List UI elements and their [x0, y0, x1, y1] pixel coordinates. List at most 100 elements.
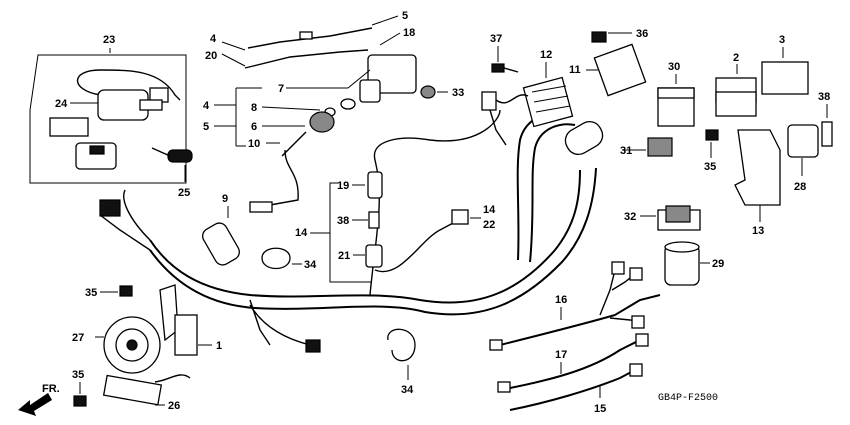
callout-16: 16: [555, 294, 567, 306]
callout-3: 3: [779, 34, 785, 46]
callout-25: 25: [178, 187, 190, 199]
bolt-37: [491, 63, 505, 73]
lead-terminal: [299, 31, 313, 40]
switch-housing: [75, 142, 117, 170]
grommet-33: [420, 85, 436, 99]
harness-branch: [516, 112, 561, 261]
horn-stay-26: [102, 374, 163, 406]
callout-10: 10: [248, 138, 260, 150]
regulator-wire-2: [489, 109, 507, 146]
coil-tube: [564, 120, 604, 156]
callout-30: 30: [668, 61, 680, 73]
bolt-35c: [73, 395, 87, 407]
harness-16-up: [599, 269, 616, 316]
harness-lower-trunk-2: [149, 167, 597, 316]
horn-group: 35 27 1 35 26: [72, 284, 222, 412]
leader-18: [379, 32, 401, 46]
callout-23: 23: [103, 34, 115, 46]
harness-connector-left: [99, 199, 121, 217]
relay-30-top: [657, 87, 695, 99]
harness-15-conn: [629, 363, 643, 377]
callout-28: 28: [794, 181, 806, 193]
horn-27-center: [126, 339, 138, 351]
sensor-group: 19 38 21 14 14 22: [295, 171, 496, 283]
lead-wire-20: [244, 49, 369, 69]
clip-31: [647, 137, 673, 157]
switch-wire: [77, 69, 181, 101]
horn-bracket-plate: [174, 314, 198, 356]
switch-cover: [49, 117, 89, 137]
harness-branch-2: [529, 123, 576, 263]
diagram-code: GB4P-F2500: [658, 393, 718, 404]
callout-18: 18: [403, 27, 415, 39]
leader-4a: [221, 41, 246, 51]
regulator-12: [522, 76, 574, 128]
callout-38b: 38: [818, 91, 830, 103]
plug-cap-6: [309, 111, 335, 133]
callout-19: 19: [337, 180, 349, 192]
callout-14b: 14: [483, 204, 496, 216]
callout-4b: 4: [203, 100, 210, 112]
ignition-coil-group: 4 20 5 18 33 4 5 7 8 6: [203, 10, 464, 157]
coil-plug: [359, 79, 381, 103]
fuse-38b: [821, 121, 833, 147]
kit-box: [29, 54, 187, 184]
cover-3: [761, 61, 809, 95]
harness-wire-up: [369, 109, 501, 296]
tube-10: [281, 131, 307, 157]
key-blade: [151, 147, 171, 157]
callout-5b: 5: [203, 121, 209, 133]
harness-16-conn-d: [489, 339, 503, 351]
sensor-21: [365, 244, 383, 268]
callout-36: 36: [636, 28, 648, 40]
callout-5a: 5: [402, 10, 408, 22]
fuse-38: [368, 211, 380, 229]
leader-8: [261, 106, 321, 111]
callout-27: 27: [72, 332, 84, 344]
front-label: FR.: [42, 383, 60, 395]
branch-connector-1: [305, 339, 321, 353]
callout-38a: 38: [337, 215, 349, 227]
leader-7b: [347, 69, 371, 89]
fin-1: [531, 85, 567, 93]
callout-29: 29: [712, 258, 724, 270]
callout-35c: 35: [72, 369, 84, 381]
connector-22: [451, 209, 469, 225]
clamp-group: 34 34: [261, 247, 416, 396]
bolt-37-shank: [503, 67, 519, 73]
leader-20: [221, 53, 246, 67]
callout-17: 17: [555, 349, 567, 361]
lead-end: [249, 201, 273, 213]
harness-16-conn-c: [631, 315, 645, 329]
clamp-34b: [387, 328, 416, 362]
sensor-19: [367, 171, 383, 199]
branch-wire-1: [249, 299, 271, 346]
fin-3: [535, 105, 571, 113]
spark-plug-cap: [202, 222, 240, 266]
fin-2: [533, 95, 569, 103]
callout-34b: 34: [401, 384, 414, 396]
callout-21: 21: [338, 250, 350, 262]
bracket-13: [734, 129, 781, 206]
housing-slot: [89, 145, 105, 155]
callout-6: 6: [251, 121, 257, 133]
front-arrow-icon: [18, 393, 52, 416]
coil-cap: [340, 98, 356, 110]
callout-9: 9: [222, 193, 228, 205]
ignition-switch-kit-group: 23 24 25: [29, 34, 193, 199]
callout-34a: 34: [304, 259, 317, 271]
callout-35a: 35: [704, 161, 716, 173]
band-32-inner: [665, 205, 691, 223]
callout-13: 13: [752, 225, 764, 237]
harness-17-conn-b: [497, 381, 511, 393]
callout-31: 31: [620, 145, 632, 157]
fuse-box-2-base: [715, 91, 757, 117]
harness-15: [509, 369, 636, 411]
harness-17-conn: [635, 333, 649, 347]
callout-24: 24: [55, 98, 68, 110]
callout-4a: 4: [210, 33, 217, 45]
front-arrow: FR.: [18, 383, 60, 416]
callout-37: 37: [490, 33, 502, 45]
bolt-35b: [119, 285, 133, 297]
